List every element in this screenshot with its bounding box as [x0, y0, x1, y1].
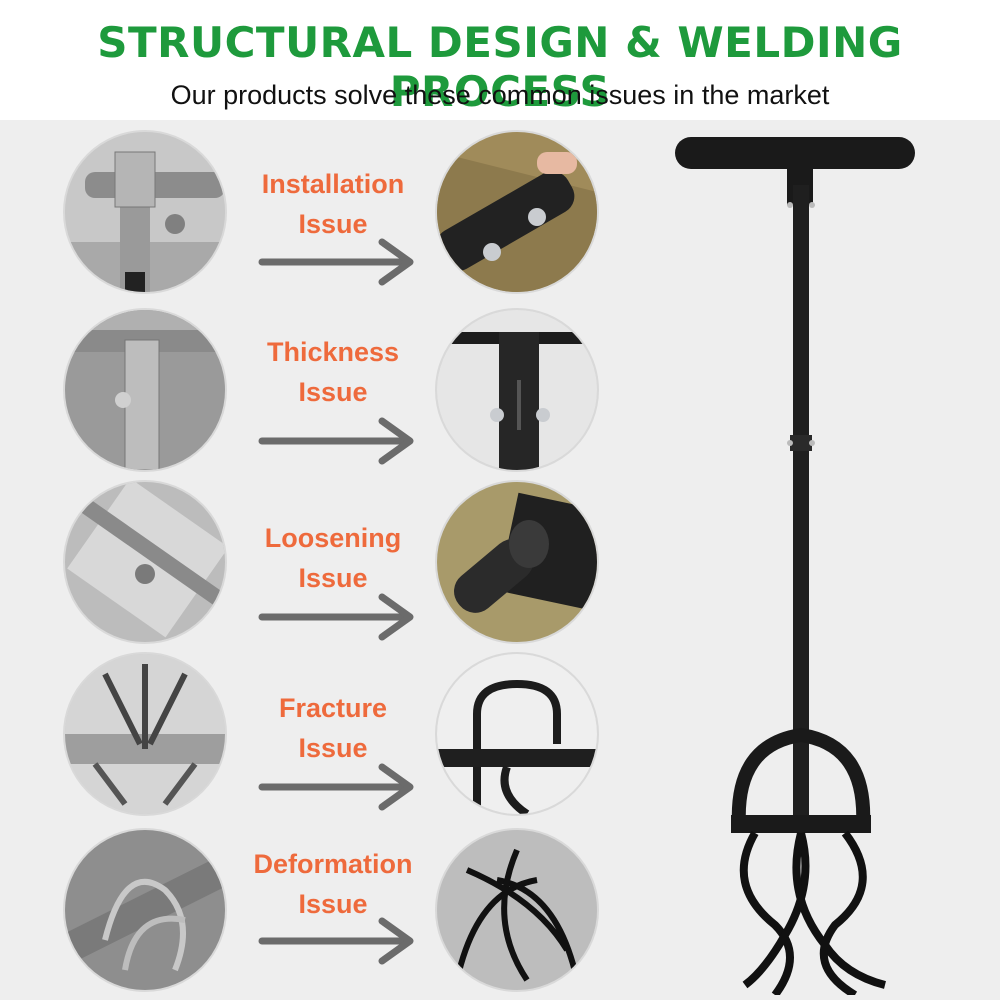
- broken-tine-weld-image: [65, 654, 225, 814]
- thick-tube-joint-image: [437, 310, 597, 470]
- issue-row-deformation: Deformation Issue: [0, 828, 640, 992]
- welded-joint-image: [437, 482, 597, 642]
- issue-title: Installation: [261, 169, 405, 199]
- competitor-photo-fracture: [63, 652, 227, 816]
- competitor-photo-loosening: [63, 480, 227, 644]
- weak-bolt-joint-image: [65, 132, 225, 292]
- issue-row-installation: Installation Issue: [0, 130, 640, 294]
- right-arrow-icon: [258, 763, 414, 811]
- competitor-photo-installation: [63, 130, 227, 294]
- issue-title: Loosening: [264, 523, 402, 553]
- loose-bolt-plate-image: [65, 482, 225, 642]
- issue-suffix: Issue: [298, 889, 368, 919]
- issue-suffix: Issue: [298, 563, 368, 593]
- product-photo-fracture: [435, 652, 599, 816]
- bent-tines-image: [65, 830, 225, 990]
- right-arrow-icon: [258, 238, 414, 286]
- page-title: STRUCTURAL DESIGN & WELDING PROCESS: [97, 18, 903, 116]
- issue-suffix: Issue: [298, 209, 368, 239]
- issue-row-fracture: Fracture Issue: [0, 652, 640, 816]
- issue-suffix: Issue: [298, 733, 368, 763]
- issue-label-fracture: Fracture Issue: [228, 688, 438, 768]
- issue-title: Thickness: [266, 337, 400, 367]
- reinforced-tine-image: [437, 654, 597, 814]
- issue-row-thickness: Thickness Issue: [0, 308, 640, 472]
- thin-tube-joint-image: [65, 310, 225, 470]
- issue-row-loosening: Loosening Issue: [0, 480, 640, 644]
- right-arrow-icon: [258, 917, 414, 965]
- header-band: [0, 0, 1000, 120]
- garden-claw-tool-image: [675, 137, 915, 995]
- sturdy-tines-image: [437, 830, 597, 990]
- issue-label-installation: Installation Issue: [228, 164, 438, 244]
- product-photo-installation: [435, 130, 599, 294]
- right-arrow-icon: [258, 417, 414, 465]
- issue-title: Deformation: [253, 849, 413, 879]
- product-photo-loosening: [435, 480, 599, 644]
- competitor-photo-deformation: [63, 828, 227, 992]
- issue-title: Fracture: [278, 693, 388, 723]
- issue-label-thickness: Thickness Issue: [228, 332, 438, 412]
- issue-label-deformation: Deformation Issue: [228, 844, 438, 924]
- issue-suffix: Issue: [298, 377, 368, 407]
- competitor-photo-thickness: [63, 308, 227, 472]
- right-arrow-icon: [258, 593, 414, 641]
- page-subtitle: Our products solve these common issues i…: [170, 80, 830, 110]
- issue-label-loosening: Loosening Issue: [228, 518, 438, 598]
- easy-assembly-image: [437, 132, 597, 292]
- product-photo-thickness: [435, 308, 599, 472]
- product-photo-deformation: [435, 828, 599, 992]
